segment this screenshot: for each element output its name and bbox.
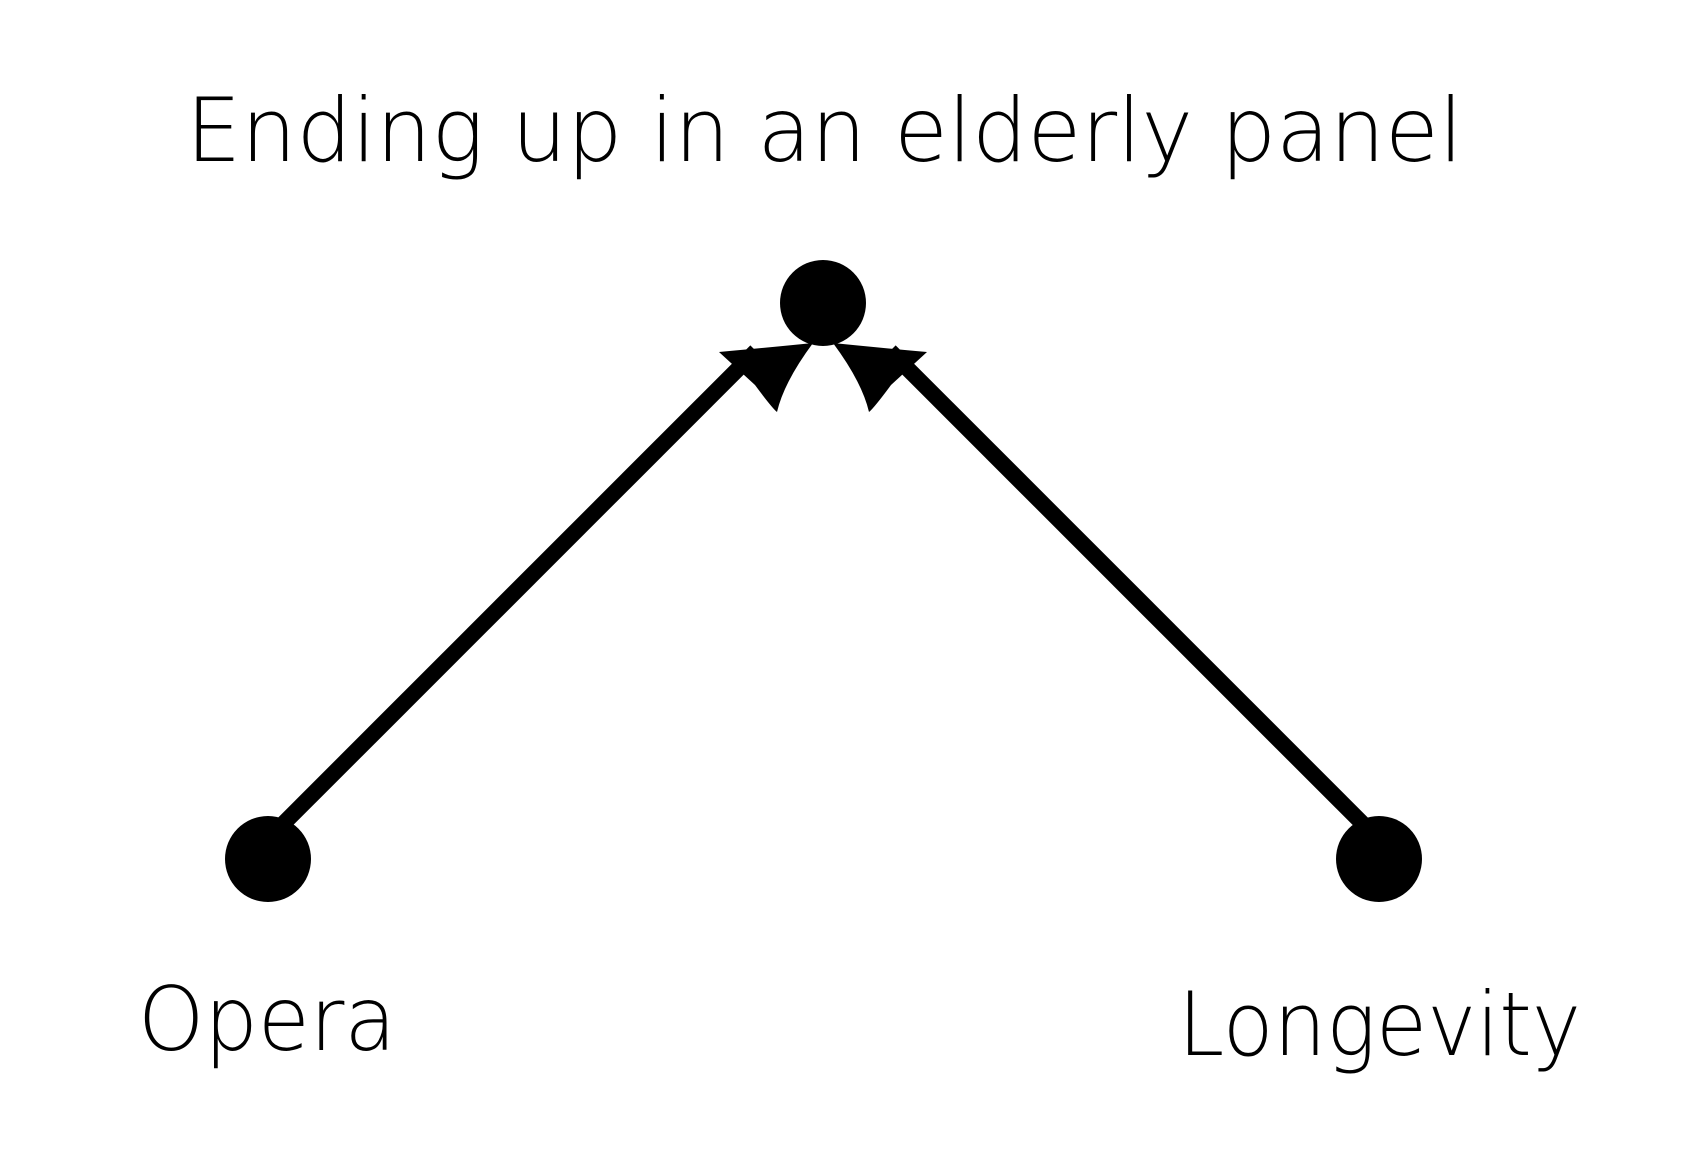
- node-collider: [780, 260, 866, 346]
- arrowheads: [719, 343, 927, 412]
- collider-label: Ending up in an elderly panel: [186, 79, 1463, 182]
- arrowhead-opera-edge: [719, 343, 813, 412]
- arrowhead-longevity-edge: [833, 343, 927, 412]
- opera-label: Opera: [138, 968, 396, 1071]
- labels: Ending up in an elderly panel Opera Long…: [138, 79, 1581, 1076]
- edges: [263, 345, 1383, 844]
- node-longevity: [1336, 816, 1422, 902]
- edge-opera-to-collider: [263, 345, 762, 844]
- node-opera: [225, 816, 311, 902]
- nodes: [225, 260, 1422, 902]
- edge-longevity-to-collider: [884, 345, 1383, 844]
- longevity-label: Longevity: [1178, 973, 1581, 1076]
